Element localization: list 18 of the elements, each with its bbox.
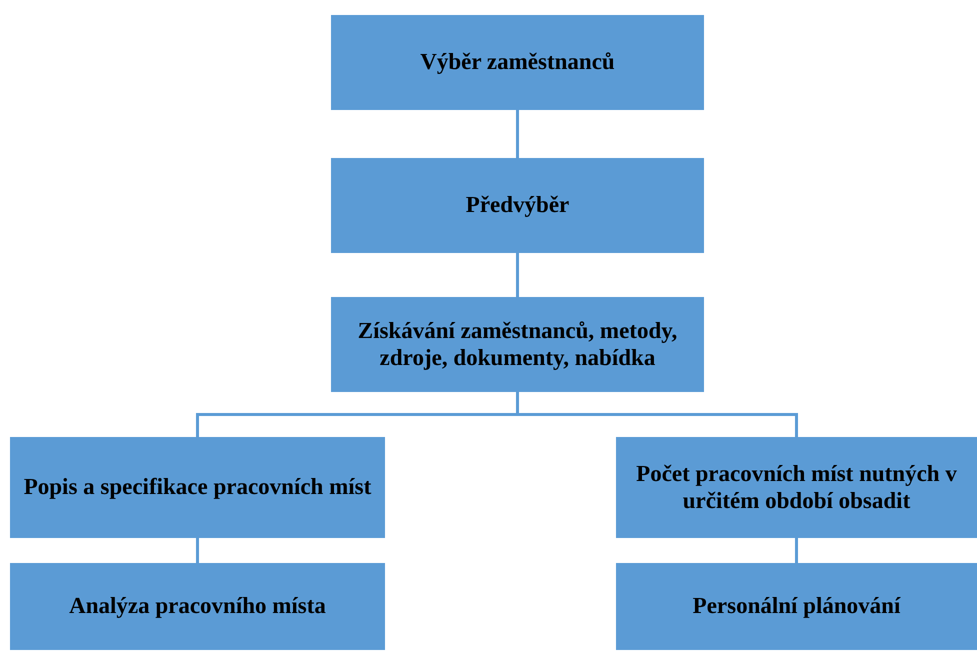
box-label: Analýza pracovního místa (69, 593, 326, 620)
connector-line (516, 253, 519, 297)
box-label: Předvýběr (466, 192, 570, 219)
connector-line (196, 538, 199, 563)
connector-line (795, 538, 798, 563)
box-label: Personální plánování (692, 593, 900, 620)
process-box (10, 437, 385, 538)
process-box (616, 437, 977, 538)
connector-line (516, 110, 519, 158)
process-box (331, 15, 704, 110)
process-box (616, 563, 977, 650)
box-label: Získávání zaměstnanců, metody, zdroje, dokumenty, nabídka (356, 318, 678, 371)
box-label: Výběr zaměstnanců (420, 49, 615, 76)
process-box (10, 563, 385, 650)
box-label: Popis a specifikace pracovních míst (24, 474, 372, 501)
box-label: Počet pracovních míst nutných v určitém období obsadit (635, 461, 958, 514)
process-box (331, 297, 704, 392)
process-box (331, 158, 704, 253)
